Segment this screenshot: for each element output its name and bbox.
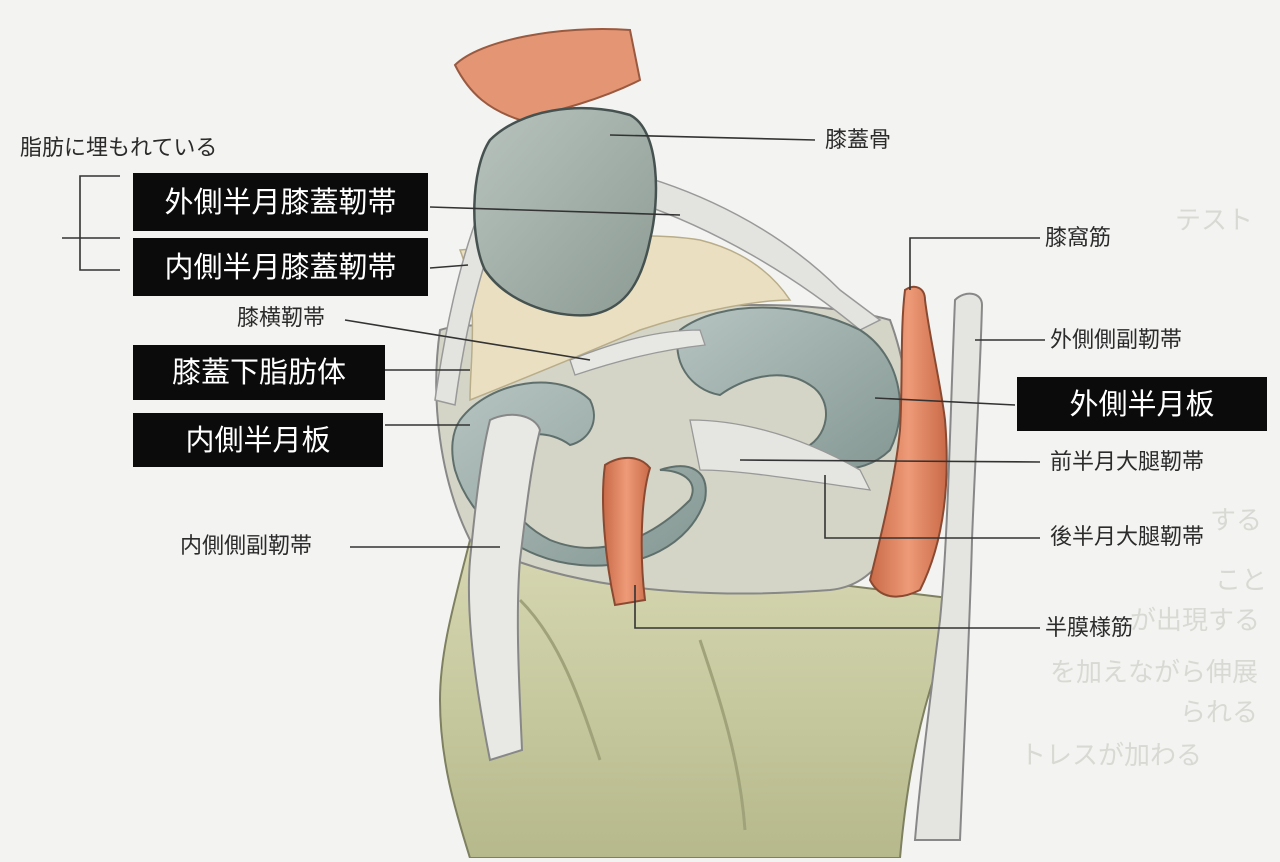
bracket-line bbox=[62, 175, 120, 271]
leader-transverse bbox=[344, 319, 591, 361]
leader-ant-meniscofemoral bbox=[739, 459, 1041, 463]
popliteus-muscle bbox=[868, 285, 948, 598]
lateral-meniscopatellar-ligament bbox=[618, 168, 882, 331]
label-medial-meniscus: 内側半月板 bbox=[133, 413, 383, 467]
semimembranosus-muscle bbox=[602, 456, 652, 607]
label-lateral-meniscopatellar-ligament: 外側半月膝蓋靭帯 bbox=[133, 173, 428, 231]
bg-text: られる bbox=[1180, 698, 1259, 728]
leader-patella bbox=[609, 134, 816, 141]
bg-text: トレスが加わる bbox=[1020, 741, 1203, 771]
label-patella: 膝蓋骨 bbox=[825, 128, 892, 153]
bg-text: テスト bbox=[1175, 206, 1254, 236]
lateral-collateral-ligament bbox=[913, 292, 984, 841]
leader-popliteus bbox=[909, 237, 1040, 290]
transverse-ligament bbox=[569, 329, 706, 376]
bg-text: こと bbox=[1215, 566, 1268, 596]
leader-semimembranosus bbox=[634, 585, 1040, 629]
leader-post-meniscofemoral bbox=[824, 475, 1040, 539]
label-transverse-ligament: 膝横靭帯 bbox=[237, 306, 326, 331]
label-medial-meniscopatellar-ligament: 内側半月膝蓋靭帯 bbox=[133, 238, 428, 296]
meniscofemoral-ligaments bbox=[689, 419, 872, 491]
bg-text: を加えながら伸展 bbox=[1050, 658, 1259, 688]
label-anterior-meniscofemoral-ligament: 前半月大腿靭帯 bbox=[1050, 450, 1205, 475]
leader-lines bbox=[62, 134, 1045, 629]
label-semimembranosus: 半膜様筋 bbox=[1045, 616, 1134, 641]
label-lateral-collateral-ligament: 外側側副靭帯 bbox=[1050, 328, 1183, 353]
label-infrapatellar-fat-pad: 膝蓋下脂肪体 bbox=[133, 345, 385, 400]
leader-lat-meniscus bbox=[874, 397, 1016, 406]
label-posterior-meniscofemoral-ligament: 後半月大腿靭帯 bbox=[1050, 525, 1205, 550]
label-popliteus: 膝窩筋 bbox=[1045, 226, 1112, 251]
leader-lat-meniscopatellar bbox=[429, 206, 681, 216]
bg-text: が出現する bbox=[1130, 606, 1261, 636]
label-lateral-meniscus: 外側半月板 bbox=[1017, 377, 1267, 431]
label-medial-collateral-ligament: 内側側副靭帯 bbox=[180, 534, 313, 559]
leader-med-meniscopatellar bbox=[429, 264, 469, 269]
note-buried-in-fat: 脂肪に埋もれている bbox=[20, 136, 218, 161]
bg-text: する bbox=[1210, 506, 1263, 536]
patella bbox=[453, 28, 658, 317]
